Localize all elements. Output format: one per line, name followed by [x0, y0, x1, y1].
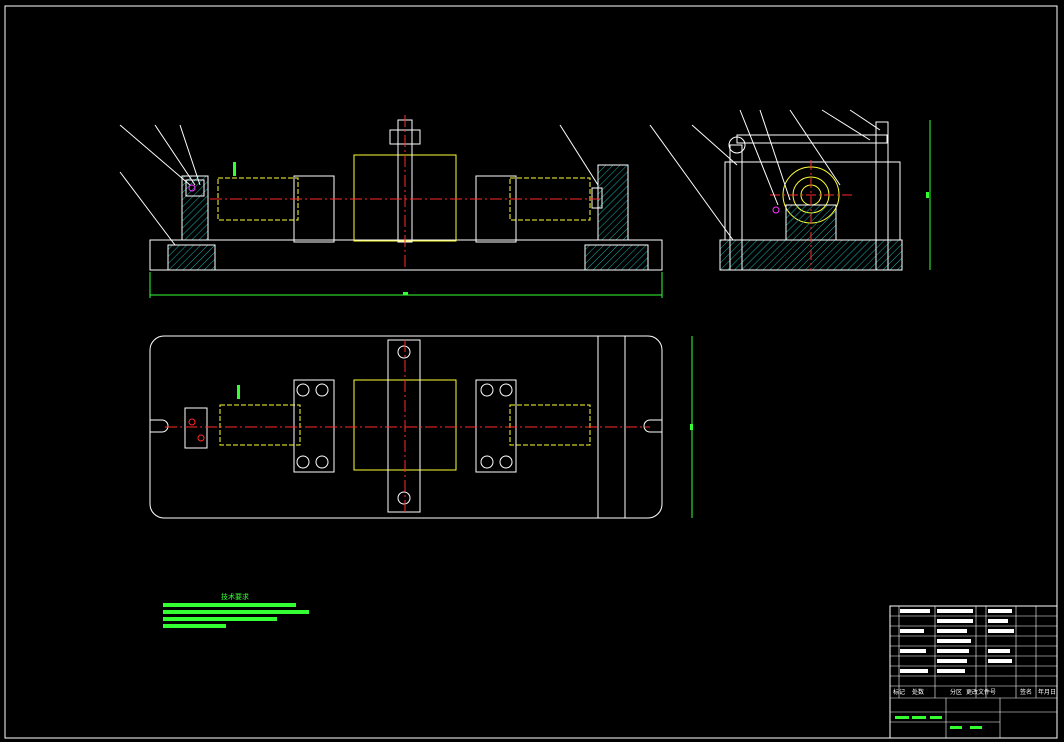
- front-left-hatch: [167, 244, 216, 271]
- front-bearing-left: [293, 175, 335, 243]
- front-bearing-right: [475, 175, 517, 243]
- front-left-clamp: [185, 179, 205, 197]
- top-bearing-left: [293, 379, 335, 473]
- top-bearing-left-bolt-3: [296, 455, 310, 469]
- front-right-support: [597, 164, 629, 241]
- note-line-2: [163, 610, 309, 614]
- top-bearing-right-bolt-3: [480, 455, 494, 469]
- top-view: [149, 335, 693, 519]
- drawing-frame: [4, 5, 1058, 739]
- side-leader-7: [849, 109, 881, 131]
- note-line-3: [163, 617, 277, 621]
- side-leader-1: [649, 124, 734, 241]
- technical-note-title: 技术要求: [221, 593, 249, 601]
- title-block-labels: 标记 处数 分区 更改文件号 签名 年月日: [893, 688, 1056, 696]
- top-bearing-right-bolt-4: [499, 455, 513, 469]
- top-bearing-left-bolt-4: [315, 455, 329, 469]
- top-bearing-right-bolt-1: [480, 383, 494, 397]
- front-leader-5: [559, 124, 599, 186]
- title-label-mark: 标记: [893, 688, 905, 696]
- title-label-date: 年月日: [1038, 688, 1056, 696]
- side-leader-5: [789, 109, 841, 186]
- top-left-clamp-hole-2: [197, 434, 205, 442]
- technical-notes: [163, 603, 309, 628]
- title-block-frame: [889, 605, 1058, 739]
- side-right-column: [875, 121, 889, 271]
- title-label-count: 处数: [912, 688, 924, 696]
- top-left-dim-mark: [237, 385, 240, 399]
- top-clamp-bar: [387, 339, 421, 513]
- side-leader-3: [739, 109, 779, 206]
- title-block-green-marks: [895, 716, 982, 729]
- side-bolt-tag: [772, 206, 780, 214]
- title-label-signature: 签名: [1020, 688, 1032, 696]
- side-dim-value-mark: [926, 192, 929, 198]
- front-leader-3: [179, 124, 201, 186]
- front-view: [119, 115, 663, 298]
- title-block: 标记 处数 分区 更改文件号 签名 年月日: [889, 605, 1058, 739]
- top-shaft-right: [509, 404, 591, 446]
- top-right-slot: [643, 419, 662, 433]
- side-left-column: [729, 144, 743, 271]
- front-base-plate: [149, 239, 663, 271]
- top-left-clamp-hole-1: [188, 418, 196, 426]
- top-bearing-right: [475, 379, 517, 473]
- front-left-bolt-tag: [188, 184, 196, 192]
- title-block-grid: [890, 606, 1057, 738]
- front-leader-2: [154, 124, 196, 186]
- title-label-zone: 分区: [950, 688, 962, 696]
- front-leader-4: [119, 171, 176, 246]
- note-line-1: [163, 603, 296, 607]
- note-line-4: [163, 624, 226, 628]
- top-clamp-bolt-bottom: [397, 491, 411, 505]
- front-leader-1: [119, 124, 191, 186]
- side-leader-2: [691, 124, 738, 166]
- side-leader-4: [759, 109, 791, 201]
- top-clamp-bolt-top: [397, 345, 411, 359]
- title-label-change-doc: 更改文件号: [966, 688, 996, 696]
- side-leader-6: [821, 109, 871, 141]
- front-dim-value-mark: [403, 292, 408, 295]
- top-shaft-left: [219, 404, 301, 446]
- top-base-plate: [149, 335, 663, 519]
- side-view: [649, 109, 931, 271]
- top-bearing-left-bolt-1: [296, 383, 310, 397]
- front-left-dim-mark: [233, 162, 236, 176]
- front-right-clamp: [591, 187, 603, 209]
- top-left-clamp: [184, 407, 208, 449]
- top-left-slot: [150, 419, 169, 433]
- top-bearing-right-bolt-2: [499, 383, 513, 397]
- title-block-fill-marks: [900, 609, 1014, 673]
- top-bearing-left-bolt-2: [315, 383, 329, 397]
- top-dim-value-mark: [690, 424, 693, 430]
- front-right-hatch: [584, 244, 649, 271]
